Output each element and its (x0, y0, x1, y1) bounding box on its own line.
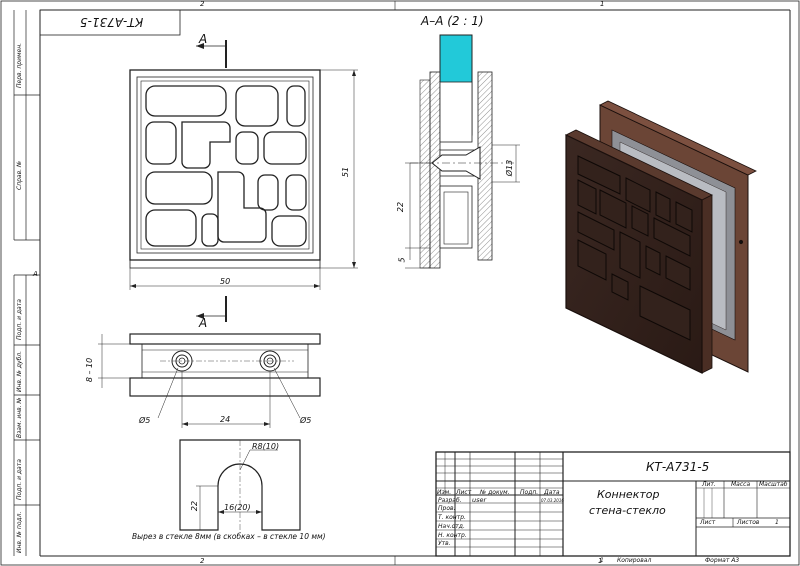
designation-rotated: КТ-А731-5 (80, 15, 144, 29)
top-marker-right: 1 (600, 0, 605, 8)
tb-sheet: Лист (700, 519, 716, 526)
tb-date: 07.03.2016 (541, 498, 564, 503)
strip-label-perv: Перв. примен. (16, 42, 23, 88)
bottom-hole-left: Ø5 (139, 416, 151, 425)
tb-header-doc: № докум. (480, 489, 510, 496)
bottom-view (98, 333, 321, 428)
cutout-width: 16(20) (224, 503, 251, 512)
title-line-2: стена-стекло (589, 504, 666, 517)
isometric-view (565, 100, 757, 374)
format-label: Формат А3 (705, 557, 740, 564)
strip-label-inv-dubl: Инв. № дубл. (16, 350, 23, 392)
tb-header-izm: Изм. (437, 489, 452, 496)
tb-row-utv: Утв. (438, 540, 451, 547)
section-dim-22: 22 (396, 201, 406, 213)
tb-row-prov: Пров. (438, 505, 456, 512)
tb-header-podp: Подп. (520, 489, 539, 496)
bottom-hole-right: Ø5 (300, 416, 312, 425)
copied-label: Копировал (617, 557, 652, 564)
tb-row-nkontr: Н. контр. (438, 532, 467, 539)
strip-label-inv-podl: Инв. № подл. (16, 511, 23, 553)
strip-label-vzam: Взам. инв. № (16, 397, 23, 438)
tb-sheets: Листов (737, 519, 760, 526)
strip-label-podp-2: Подп. и дата (16, 459, 23, 500)
iso-pattern (577, 155, 693, 341)
cutout-height: 22 (190, 500, 200, 512)
section-mark-bottom: A (199, 316, 208, 330)
tb-developer: user (472, 496, 487, 504)
front-view (129, 40, 358, 322)
cutout-note: Вырез в стекле 8мм (в скобках – в стекле… (132, 532, 326, 541)
strip-label-podp-1: Подп. и дата (16, 299, 23, 340)
strip-label-sprav: Справ. № (16, 160, 23, 190)
cutout-view (179, 439, 301, 531)
bottom-dim-24: 24 (220, 415, 231, 424)
tb-row-tkontr: Т. контр. (438, 514, 466, 521)
designation: КТ-А731-5 (646, 460, 710, 474)
section-dim-13: Ø13 (505, 159, 515, 177)
bottom-marker-left: 2 (200, 557, 205, 565)
cutout-radius: R8(10) (252, 442, 280, 451)
sheet-index: 1 (600, 557, 604, 564)
section-mark-top: A (199, 32, 208, 46)
front-width-dim: 50 (220, 277, 231, 286)
bottom-dim-8-10: 8 – 10 (85, 357, 95, 383)
title-block (435, 451, 791, 557)
bottom-marker-right: 1 (598, 557, 603, 565)
tb-sheets-count: 1 (775, 519, 779, 526)
section-dim-5: 5 (397, 257, 407, 263)
front-pattern (145, 85, 307, 247)
tb-lit: Лит. (702, 481, 716, 488)
title-line-1: Коннектор (597, 488, 660, 501)
tb-row-razrab: Разраб. (438, 497, 462, 504)
top-marker-left: 2 (200, 0, 205, 8)
front-height-dim: 51 (341, 166, 351, 178)
tb-header-date: Дата (544, 489, 560, 496)
section-view (405, 34, 520, 269)
tb-header-list: Лист (456, 489, 472, 496)
tb-mass: Масса (731, 481, 751, 488)
tb-scale: Масштаб (759, 481, 788, 488)
tb-row-nachotd: Нач.отд. (438, 523, 465, 530)
section-title: А–А (2 : 1) (421, 14, 484, 28)
side-marker: A (33, 270, 38, 278)
